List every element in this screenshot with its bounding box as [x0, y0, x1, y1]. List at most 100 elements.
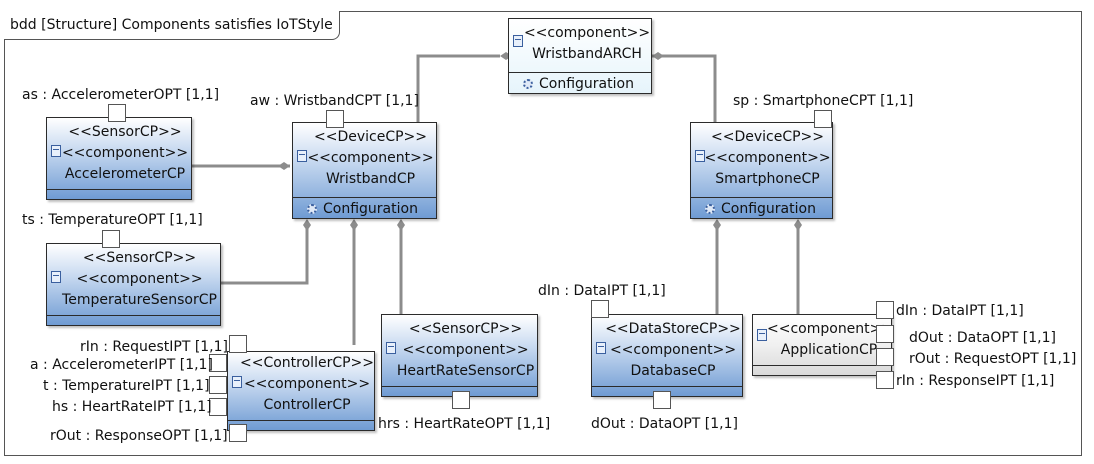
block-stereotype: <<ControllerCP>>: [240, 355, 375, 371]
composite-diamond: [303, 219, 311, 231]
port-a-controller[interactable]: [209, 354, 227, 372]
configuration-compartment[interactable]: Configuration: [293, 197, 436, 220]
block-name: ControllerCP: [263, 397, 351, 413]
empty-compartment: [47, 315, 220, 316]
label-dout-database: dOut : DataOPT [1,1]: [591, 416, 738, 432]
block-stereotype: <<component>>: [243, 376, 371, 392]
block-icon: [757, 329, 767, 341]
port-rout-application[interactable]: [876, 348, 894, 366]
block-accelerometercp[interactable]: <<SensorCP>> <<component>> Accelerometer…: [46, 117, 192, 200]
port-hrs[interactable]: [452, 391, 470, 409]
empty-compartment: [753, 365, 891, 366]
compartment-label: Configuration: [539, 76, 634, 92]
compartment-label: Configuration: [721, 201, 816, 217]
block-name: WristbandARCH: [532, 46, 642, 62]
empty-compartment: [47, 189, 191, 190]
configuration-compartment[interactable]: Configuration: [691, 197, 832, 220]
port-t-controller[interactable]: [209, 376, 227, 394]
block-name: DatabaseCP: [630, 363, 716, 379]
block-stereotype: <<component>>: [767, 321, 894, 337]
label-dout-application: dOut : DataOPT [1,1]: [909, 330, 1056, 346]
composite-diamond: [713, 219, 721, 231]
port-rin-controller[interactable]: [229, 335, 247, 353]
port-sp[interactable]: [814, 110, 832, 128]
block-stereotype: <<DataStoreCP>>: [605, 321, 741, 337]
block-name: AccelerometerCP: [64, 166, 186, 182]
block-icon: [51, 271, 61, 283]
block-name: ApplicationCP: [780, 342, 878, 358]
port-dout-application[interactable]: [876, 325, 894, 343]
port-rin-application[interactable]: [876, 371, 894, 389]
block-icon: [232, 376, 242, 388]
label-a-controller: a : AccelerometerIPT [1,1]: [30, 357, 213, 373]
label-hs-controller: hs : HeartRateIPT [1,1]: [52, 399, 212, 415]
block-stereotype: <<component>>: [307, 150, 434, 166]
composition-wristband-temperature[interactable]: [220, 225, 309, 285]
block-icon: [51, 145, 61, 157]
block-stereotype: <<DeviceCP>>: [710, 129, 825, 145]
label-rout-application: rOut : RequestOPT [1,1]: [909, 351, 1077, 367]
block-controllercp[interactable]: <<ControllerCP>> <<component>> Controlle…: [227, 351, 375, 431]
block-stereotype: <<component>>: [609, 342, 737, 358]
label-din-application: dIn : DataIPT [1,1]: [896, 303, 1024, 319]
label-sp: sp : SmartphoneCPT [1,1]: [733, 93, 914, 109]
block-wristbandcp[interactable]: <<DeviceCP>> <<component>> WristbandCP C…: [292, 122, 437, 219]
block-name: HeartRateSensorCP: [396, 363, 535, 379]
block-temperaturesensorcp[interactable]: <<SensorCP>> <<component>> TemperatureSe…: [46, 243, 221, 326]
port-din-application[interactable]: [876, 301, 894, 319]
block-stereotype: <<DeviceCP>>: [313, 129, 428, 145]
gear-icon: [523, 79, 533, 89]
composition-wristbandarch-smartphone[interactable]: [652, 54, 717, 122]
port-ts[interactable]: [102, 230, 120, 248]
port-dout-database[interactable]: [653, 391, 671, 409]
port-aw[interactable]: [326, 110, 344, 128]
label-hrs: hrs : HeartRateOPT [1,1]: [378, 416, 551, 432]
block-icon: [596, 342, 606, 354]
label-aw: aw : WristbandCPT [1,1]: [250, 93, 419, 109]
gear-icon: [307, 204, 317, 214]
composite-diamond: [794, 219, 802, 231]
block-stereotype: <<component>>: [61, 145, 189, 161]
block-applicationcp[interactable]: <<component>> ApplicationCP: [752, 314, 894, 376]
empty-compartment: [592, 386, 742, 387]
block-icon: [695, 150, 705, 162]
empty-compartment: [228, 420, 374, 421]
block-smartphonecp[interactable]: <<DeviceCP>> <<component>> SmartphoneCP …: [690, 122, 833, 219]
label-as: as : AccelerometerOPT [1,1]: [22, 87, 220, 103]
composite-diamond: [652, 52, 664, 60]
port-din-database[interactable]: [591, 300, 609, 318]
composite-diamond: [397, 219, 405, 231]
block-icon: [386, 342, 396, 354]
block-name: WristbandCP: [325, 171, 416, 187]
configuration-compartment[interactable]: Configuration: [509, 72, 651, 95]
label-din-database: dIn : DataIPT [1,1]: [538, 283, 666, 299]
label-rin-application: rIn : ResponseIPT [1,1]: [896, 373, 1055, 389]
block-databasecp[interactable]: <<DataStoreCP>> <<component>> DatabaseCP: [591, 314, 743, 397]
block-stereotype: <<SensorCP>>: [408, 321, 523, 337]
label-rin-controller: rIn : RequestIPT [1,1]: [80, 339, 229, 355]
block-stereotype: <<component>>: [523, 25, 651, 41]
block-stereotype: <<component>>: [704, 150, 831, 166]
port-hs-controller[interactable]: [209, 398, 227, 416]
block-name: SmartphoneCP: [715, 171, 820, 187]
compartment-label: Configuration: [323, 201, 418, 217]
gear-icon: [705, 204, 715, 214]
block-stereotype: <<component>>: [402, 342, 529, 358]
block-icon: [513, 35, 523, 47]
label-ts: ts : TemperatureOPT [1,1]: [22, 212, 203, 228]
block-heartratesensorcp[interactable]: <<SensorCP>> <<component>> HeartRateSens…: [381, 314, 538, 397]
label-t-controller: t : TemperatureIPT [1,1]: [43, 378, 210, 394]
port-rout-controller[interactable]: [229, 424, 247, 442]
label-rout-controller: rOut : ResponseOPT [1,1]: [50, 428, 228, 444]
composition-wristbandarch-wristband[interactable]: [416, 54, 500, 122]
block-stereotype: <<SensorCP>>: [68, 124, 182, 140]
block-wristbandarch[interactable]: <<component>> WristbandARCH Configuratio…: [508, 18, 652, 94]
port-as[interactable]: [108, 104, 126, 122]
block-name: TemperatureSensorCP: [62, 292, 217, 308]
block-icon: [297, 150, 307, 162]
empty-compartment: [382, 386, 537, 387]
composite-diamond: [350, 219, 358, 231]
frame-title: bdd [Structure] Components satisfies IoT…: [4, 11, 340, 40]
block-stereotype: <<component>>: [76, 271, 203, 287]
composite-diamond: [278, 162, 290, 170]
